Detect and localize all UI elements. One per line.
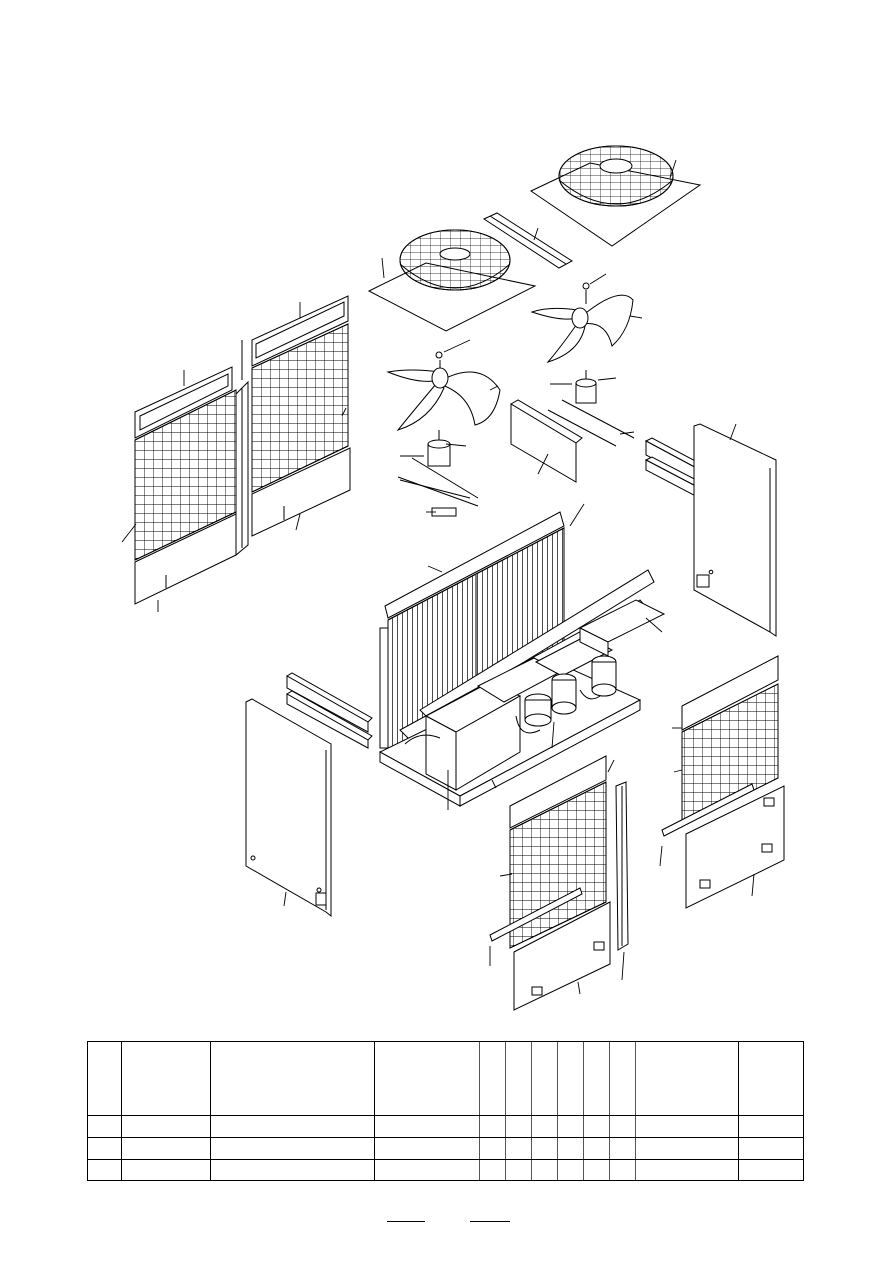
top-brace xyxy=(482,212,573,269)
table-col-rule xyxy=(531,1042,532,1180)
table-col-rule xyxy=(609,1042,610,1180)
side-panel-upper-right xyxy=(251,295,351,537)
table-row-rule xyxy=(88,1159,803,1160)
side-panel-upper-left xyxy=(134,340,249,605)
callout-leaders xyxy=(121,159,755,995)
table-col-rule xyxy=(557,1042,558,1180)
table-col-rule xyxy=(583,1042,584,1180)
table-col-rule xyxy=(374,1042,375,1180)
table-col-rule xyxy=(635,1042,636,1180)
footer-rule-left xyxy=(387,1221,425,1222)
front-grille-lower-right xyxy=(661,655,785,909)
fan-guard-right xyxy=(529,145,702,247)
table-col-rule xyxy=(479,1042,480,1180)
partition-plate xyxy=(510,399,583,483)
front-grille-lower-middle xyxy=(489,755,629,1011)
side-panel-left-lower xyxy=(245,672,373,918)
main-unit-body xyxy=(378,511,666,807)
fan-guard-left xyxy=(367,229,537,332)
table-col-rule xyxy=(121,1042,122,1180)
table-row-rule xyxy=(88,1115,803,1116)
table-col-rule xyxy=(738,1042,739,1180)
fan-motor-right xyxy=(547,370,635,447)
parts-table xyxy=(87,1041,804,1181)
fan-motor-left xyxy=(397,430,479,517)
table-col-rule xyxy=(505,1042,506,1180)
table-row-rule xyxy=(88,1137,803,1138)
fan-propeller-right xyxy=(530,282,634,363)
exploded-parts-diagram xyxy=(121,145,785,1011)
side-panel-right-upper xyxy=(644,423,777,637)
footer-rule-right xyxy=(470,1221,510,1222)
fan-propeller-left xyxy=(386,351,501,431)
table-col-rule xyxy=(210,1042,211,1180)
